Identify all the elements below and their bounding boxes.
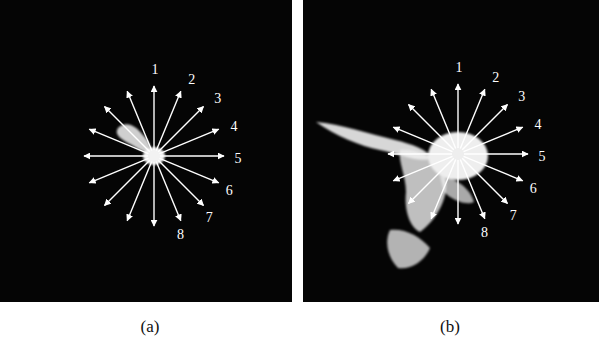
- direction-number: 4: [534, 118, 541, 132]
- direction-number: 5: [235, 152, 242, 166]
- direction-number: 5: [539, 150, 546, 164]
- panel-caption: (b): [440, 318, 460, 335]
- panel-caption: (a): [141, 318, 160, 335]
- direction-number: 4: [230, 120, 237, 134]
- direction-number: 8: [177, 228, 184, 242]
- direction-arrows: [84, 86, 224, 226]
- direction-arrows: [388, 84, 528, 224]
- direction-number: 2: [492, 71, 499, 85]
- direction-arrow: [153, 86, 154, 150]
- direction-arrow: [393, 156, 452, 180]
- direction-number: 2: [188, 73, 195, 87]
- direction-arrow: [160, 129, 219, 153]
- cell-shape-a: [117, 124, 165, 165]
- direction-arrow: [457, 84, 458, 148]
- direction-arrow: [84, 155, 148, 156]
- direction-arrow: [156, 162, 180, 221]
- direction-arrow: [89, 158, 148, 182]
- direction-arrow: [388, 153, 452, 154]
- direction-number: 6: [226, 184, 233, 198]
- direction-arrow: [431, 89, 455, 148]
- direction-number: 1: [456, 61, 463, 75]
- direction-arrow: [460, 160, 484, 219]
- direction-number: 8: [481, 226, 488, 240]
- panel-b-ground: [303, 0, 599, 302]
- direction-number: 1: [152, 63, 159, 77]
- direction-number: 7: [206, 211, 213, 225]
- direction-number: 7: [510, 209, 517, 223]
- direction-arrow: [457, 160, 458, 224]
- direction-arrow: [153, 162, 154, 226]
- direction-arrow: [464, 153, 528, 154]
- panel-a-ground: [0, 0, 292, 302]
- direction-number: 3: [214, 92, 221, 106]
- direction-number: 6: [530, 182, 537, 196]
- direction-arrow: [160, 155, 224, 156]
- direction-number: 3: [518, 90, 525, 104]
- direction-arrow: [127, 91, 151, 150]
- direction-arrow: [464, 127, 523, 151]
